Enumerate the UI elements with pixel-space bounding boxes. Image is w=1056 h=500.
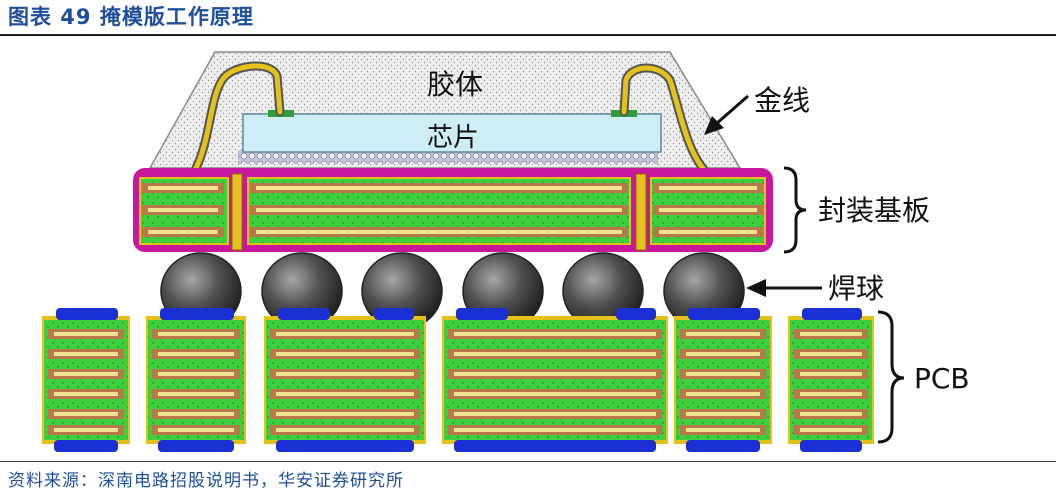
- pcb-block: [44, 320, 128, 440]
- pcb-bottom-pad: [800, 440, 862, 452]
- pcb-bracket: [877, 310, 905, 444]
- pcb-top-pad: [822, 308, 862, 320]
- pcb-trace: [54, 412, 118, 416]
- pcb-trace: [276, 412, 414, 416]
- pcb-trace: [454, 392, 656, 396]
- substrate-trace: [148, 186, 218, 190]
- pcb-trace: [454, 412, 656, 416]
- substrate-trace: [659, 186, 757, 190]
- pcb-trace: [158, 352, 234, 356]
- pcb-top-pad: [616, 308, 656, 320]
- pcb-trace: [158, 332, 234, 336]
- pcb-trace: [54, 428, 118, 432]
- pcb-trace: [54, 372, 118, 376]
- pcb-trace: [454, 372, 656, 376]
- substrate-bracket: [783, 166, 807, 254]
- pcb-trace: [276, 352, 414, 356]
- pcb-trace: [686, 352, 760, 356]
- solder-balls: [160, 252, 745, 330]
- substrate-label: 封装基板: [818, 194, 930, 227]
- pcb-trace: [54, 392, 118, 396]
- pcb-trace: [686, 428, 760, 432]
- substrate-trace: [148, 208, 218, 212]
- source-note: 资料来源：深南电路招股说明书，华安证券研究所: [8, 471, 404, 491]
- solder-ball-label: 焊球: [828, 272, 884, 305]
- pcb-top-pad: [456, 308, 508, 320]
- pcb-trace: [158, 428, 234, 432]
- encapsulant-label: 胶体: [427, 68, 483, 101]
- pcb-trace: [158, 392, 234, 396]
- pcb-trace: [686, 332, 760, 336]
- pcb-trace: [276, 332, 414, 336]
- gold-wire-arrow: [715, 94, 749, 126]
- pcb-trace: [800, 332, 862, 336]
- substrate-trace: [659, 208, 757, 212]
- title-rule: [0, 34, 1056, 36]
- pcb-block: [266, 320, 424, 440]
- pcb-top-pad: [720, 308, 760, 320]
- pcb-bottom-pad: [454, 440, 656, 452]
- footer-rule: [0, 461, 1056, 462]
- pcb-block: [444, 320, 666, 440]
- pcb-trace: [276, 392, 414, 396]
- die-attach-layer: [238, 150, 658, 164]
- pcb-trace: [454, 428, 656, 432]
- substrate-trace: [256, 186, 622, 190]
- package-substrate: [133, 168, 773, 252]
- substrate-trace: [148, 230, 218, 234]
- pcb-bottom-pad: [54, 440, 118, 452]
- package-diagram: 胶体 芯片 金线 封装基板: [42, 51, 970, 452]
- pcb-trace: [800, 352, 862, 356]
- pcb-block: [676, 320, 770, 440]
- pcb-trace: [158, 412, 234, 416]
- figure-title: 图表 49 掩模版工作原理: [8, 5, 254, 29]
- chip: [242, 113, 662, 153]
- pcb-trace: [800, 428, 862, 432]
- pcb-trace: [686, 412, 760, 416]
- substrate-trace: [659, 230, 757, 234]
- pcb-top-pad: [374, 308, 414, 320]
- pcb-bottom-pad: [686, 440, 760, 452]
- gold-wire-label: 金线: [754, 84, 810, 117]
- pcb-label: PCB: [914, 362, 970, 395]
- pcb-trace: [454, 352, 656, 356]
- substrate-trace: [256, 208, 622, 212]
- pcb-top-pad: [194, 308, 234, 320]
- pcb-trace: [158, 372, 234, 376]
- pcb-trace: [54, 352, 118, 356]
- pcb-trace: [276, 428, 414, 432]
- pcb-block: [790, 320, 872, 440]
- pcb-trace: [54, 332, 118, 336]
- chip-label: 芯片: [427, 123, 479, 153]
- substrate-trace: [256, 230, 622, 234]
- pcb-block: [148, 320, 244, 440]
- pcb-trace: [800, 412, 862, 416]
- pcb-bottom-pad: [158, 440, 234, 452]
- pcb-bottom-pad: [276, 440, 414, 452]
- pcb-board: [42, 308, 874, 452]
- pcb-trace: [800, 392, 862, 396]
- pcb-trace: [686, 372, 760, 376]
- pcb-trace: [454, 332, 656, 336]
- pcb-trace: [800, 372, 862, 376]
- pcb-top-pad: [78, 308, 118, 320]
- pcb-trace: [276, 372, 414, 376]
- pcb-trace: [686, 392, 760, 396]
- pcb-top-pad: [278, 308, 330, 320]
